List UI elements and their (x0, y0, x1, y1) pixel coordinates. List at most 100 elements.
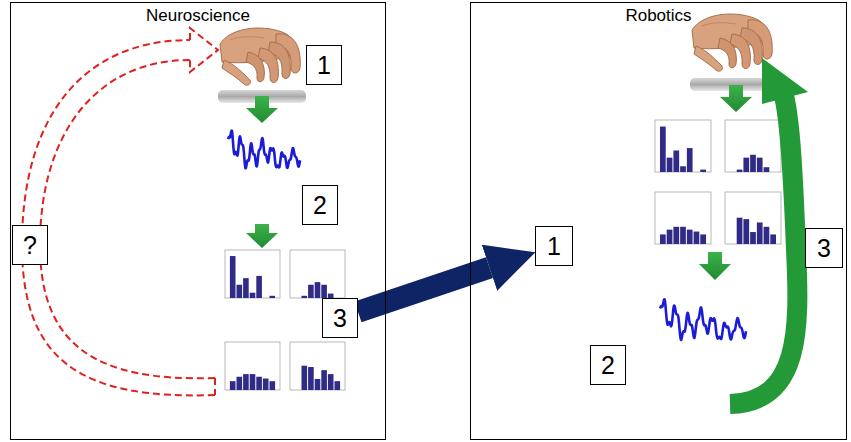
chart-bar (243, 278, 249, 298)
callout-number: 1 (317, 53, 331, 78)
chart-bar (750, 155, 756, 172)
bar-chart (290, 342, 345, 390)
callout-number: ? (23, 233, 37, 258)
chart-bar (694, 232, 700, 244)
chart-bar (667, 230, 673, 244)
hand-picture (220, 28, 300, 85)
chart-bar (660, 234, 666, 244)
bar-chart (725, 192, 781, 244)
dashed-end (214, 378, 216, 395)
chart-bar (295, 390, 301, 391)
down-arrow (699, 252, 731, 280)
chart-bar (256, 377, 262, 390)
callout-box: 1 (306, 45, 342, 85)
chart-bar (237, 377, 243, 390)
chart-bar (321, 370, 327, 390)
panel-title: Robotics (471, 6, 846, 26)
chart-frame (290, 342, 345, 390)
chart-bar (680, 227, 686, 244)
chart-bar (256, 276, 262, 298)
chart-bar (764, 167, 770, 172)
bar-charts (655, 120, 781, 244)
chart-bar (321, 285, 327, 298)
return-arrow-head (762, 58, 808, 104)
chart-frame (725, 192, 781, 244)
signal-wave (228, 131, 300, 169)
return-arrow (730, 96, 797, 404)
chart-bar (700, 234, 706, 244)
chart-bar (667, 158, 673, 172)
chart-bar (270, 296, 276, 298)
down-arrow (720, 85, 752, 112)
chart-bar (308, 285, 314, 298)
callout-box: ? (12, 225, 48, 265)
bar-chart (225, 342, 280, 390)
chart-bar (687, 230, 693, 244)
signal-wave (228, 131, 300, 169)
callout-box: 3 (805, 228, 843, 268)
chart-bar (263, 379, 269, 390)
bar-chart (725, 120, 781, 172)
chart-bar (737, 218, 743, 244)
dashed-outline (22, 40, 215, 395)
chart-bar (270, 381, 276, 390)
chart-bar (660, 127, 666, 172)
chart-bar (737, 170, 743, 172)
chart-bar (757, 222, 763, 244)
signal-wave (660, 299, 746, 340)
bar-chart (655, 192, 711, 244)
callout-box: 1 (535, 226, 573, 266)
dashed-outline (40, 60, 215, 378)
chart-bar (250, 293, 256, 298)
chart-bar (237, 285, 243, 298)
chart-bar (315, 282, 321, 298)
hand-picture (692, 14, 772, 71)
callout-number: 2 (313, 193, 327, 218)
chart-bar (308, 367, 314, 390)
chart-bar (302, 296, 308, 298)
panel-title: Neuroscience (11, 6, 385, 26)
chart-bar (757, 158, 763, 172)
chart-bar (700, 170, 706, 172)
chart-bar (743, 158, 749, 172)
bar-chart (290, 250, 345, 298)
chart-frame (290, 250, 345, 298)
chart-bar (750, 232, 756, 244)
callout-number: 3 (333, 306, 347, 331)
chart-bar (743, 219, 749, 244)
chart-bar (250, 374, 256, 390)
callout-number: 2 (601, 353, 615, 378)
chart-bar (673, 227, 679, 244)
chart-frame (655, 192, 711, 244)
chart-bar (328, 374, 334, 390)
bar-chart (655, 120, 711, 172)
chart-bar (770, 172, 776, 173)
chart-bar (680, 166, 686, 172)
down-arrow (246, 224, 278, 248)
chart-frame (725, 120, 781, 172)
bar-chart (225, 250, 280, 298)
callout-number: 3 (817, 236, 831, 261)
chart-frame (225, 250, 280, 298)
feedback-arrow (22, 28, 218, 395)
chart-bar (243, 374, 249, 390)
chart-bar (315, 379, 321, 390)
chart-bar (230, 256, 236, 298)
chart-bar (770, 234, 776, 244)
chart-bar (764, 227, 770, 244)
panel: Robotics 1 2 3 (470, 2, 847, 440)
chart-frame (225, 342, 280, 390)
chart-bar (730, 172, 736, 173)
chart-bar (687, 148, 693, 172)
dashed-head (190, 28, 218, 72)
chart-bar (335, 381, 341, 390)
callout-box: 3 (322, 298, 358, 338)
chart-frame (655, 120, 711, 172)
chart-bar (673, 150, 679, 172)
chart-bar (302, 366, 308, 390)
chart-bar (230, 381, 236, 390)
chart-bar (263, 298, 269, 299)
